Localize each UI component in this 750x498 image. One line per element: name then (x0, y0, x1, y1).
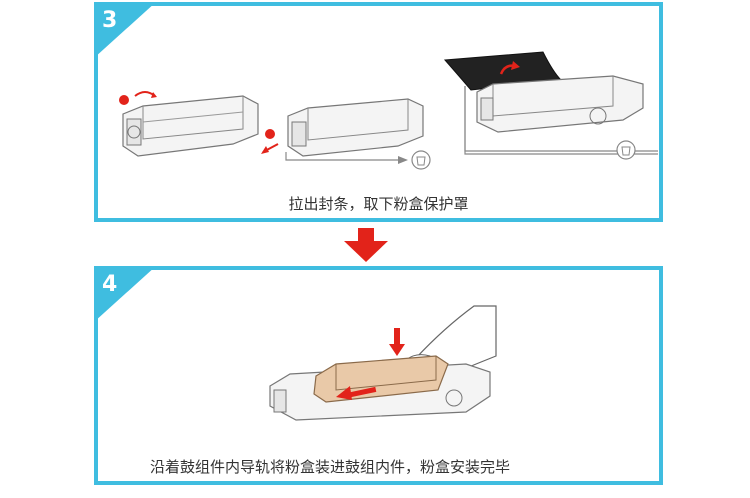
trash-bin-icon (411, 150, 431, 170)
step-3-panel: 3 拉出封条，取下粉盒 (94, 2, 663, 222)
step-4-number: 4 (102, 272, 118, 297)
toner-cartridge-illustration-1 (119, 91, 259, 157)
step-4-panel: 4 沿着鼓组件内导轨将粉盒装进鼓组内件，粉盒安装完毕 (94, 266, 663, 485)
step-3-caption: 拉出封条，取下粉盒保护罩 (288, 195, 469, 213)
drum-unit-cover-illustration (443, 51, 658, 155)
marker-1-icon (119, 95, 129, 105)
step-4-caption: 沿着鼓组件内导轨将粉盒装进鼓组内件，粉盒安装完毕 (150, 458, 511, 476)
install-cartridge-illustration (269, 305, 497, 421)
next-step-arrow-icon (344, 228, 388, 262)
step-3-number: 3 (102, 8, 118, 33)
toner-cartridge-illustration-2 (261, 98, 431, 170)
marker-2-icon (265, 129, 275, 139)
trash-bin-icon-2 (616, 140, 636, 160)
